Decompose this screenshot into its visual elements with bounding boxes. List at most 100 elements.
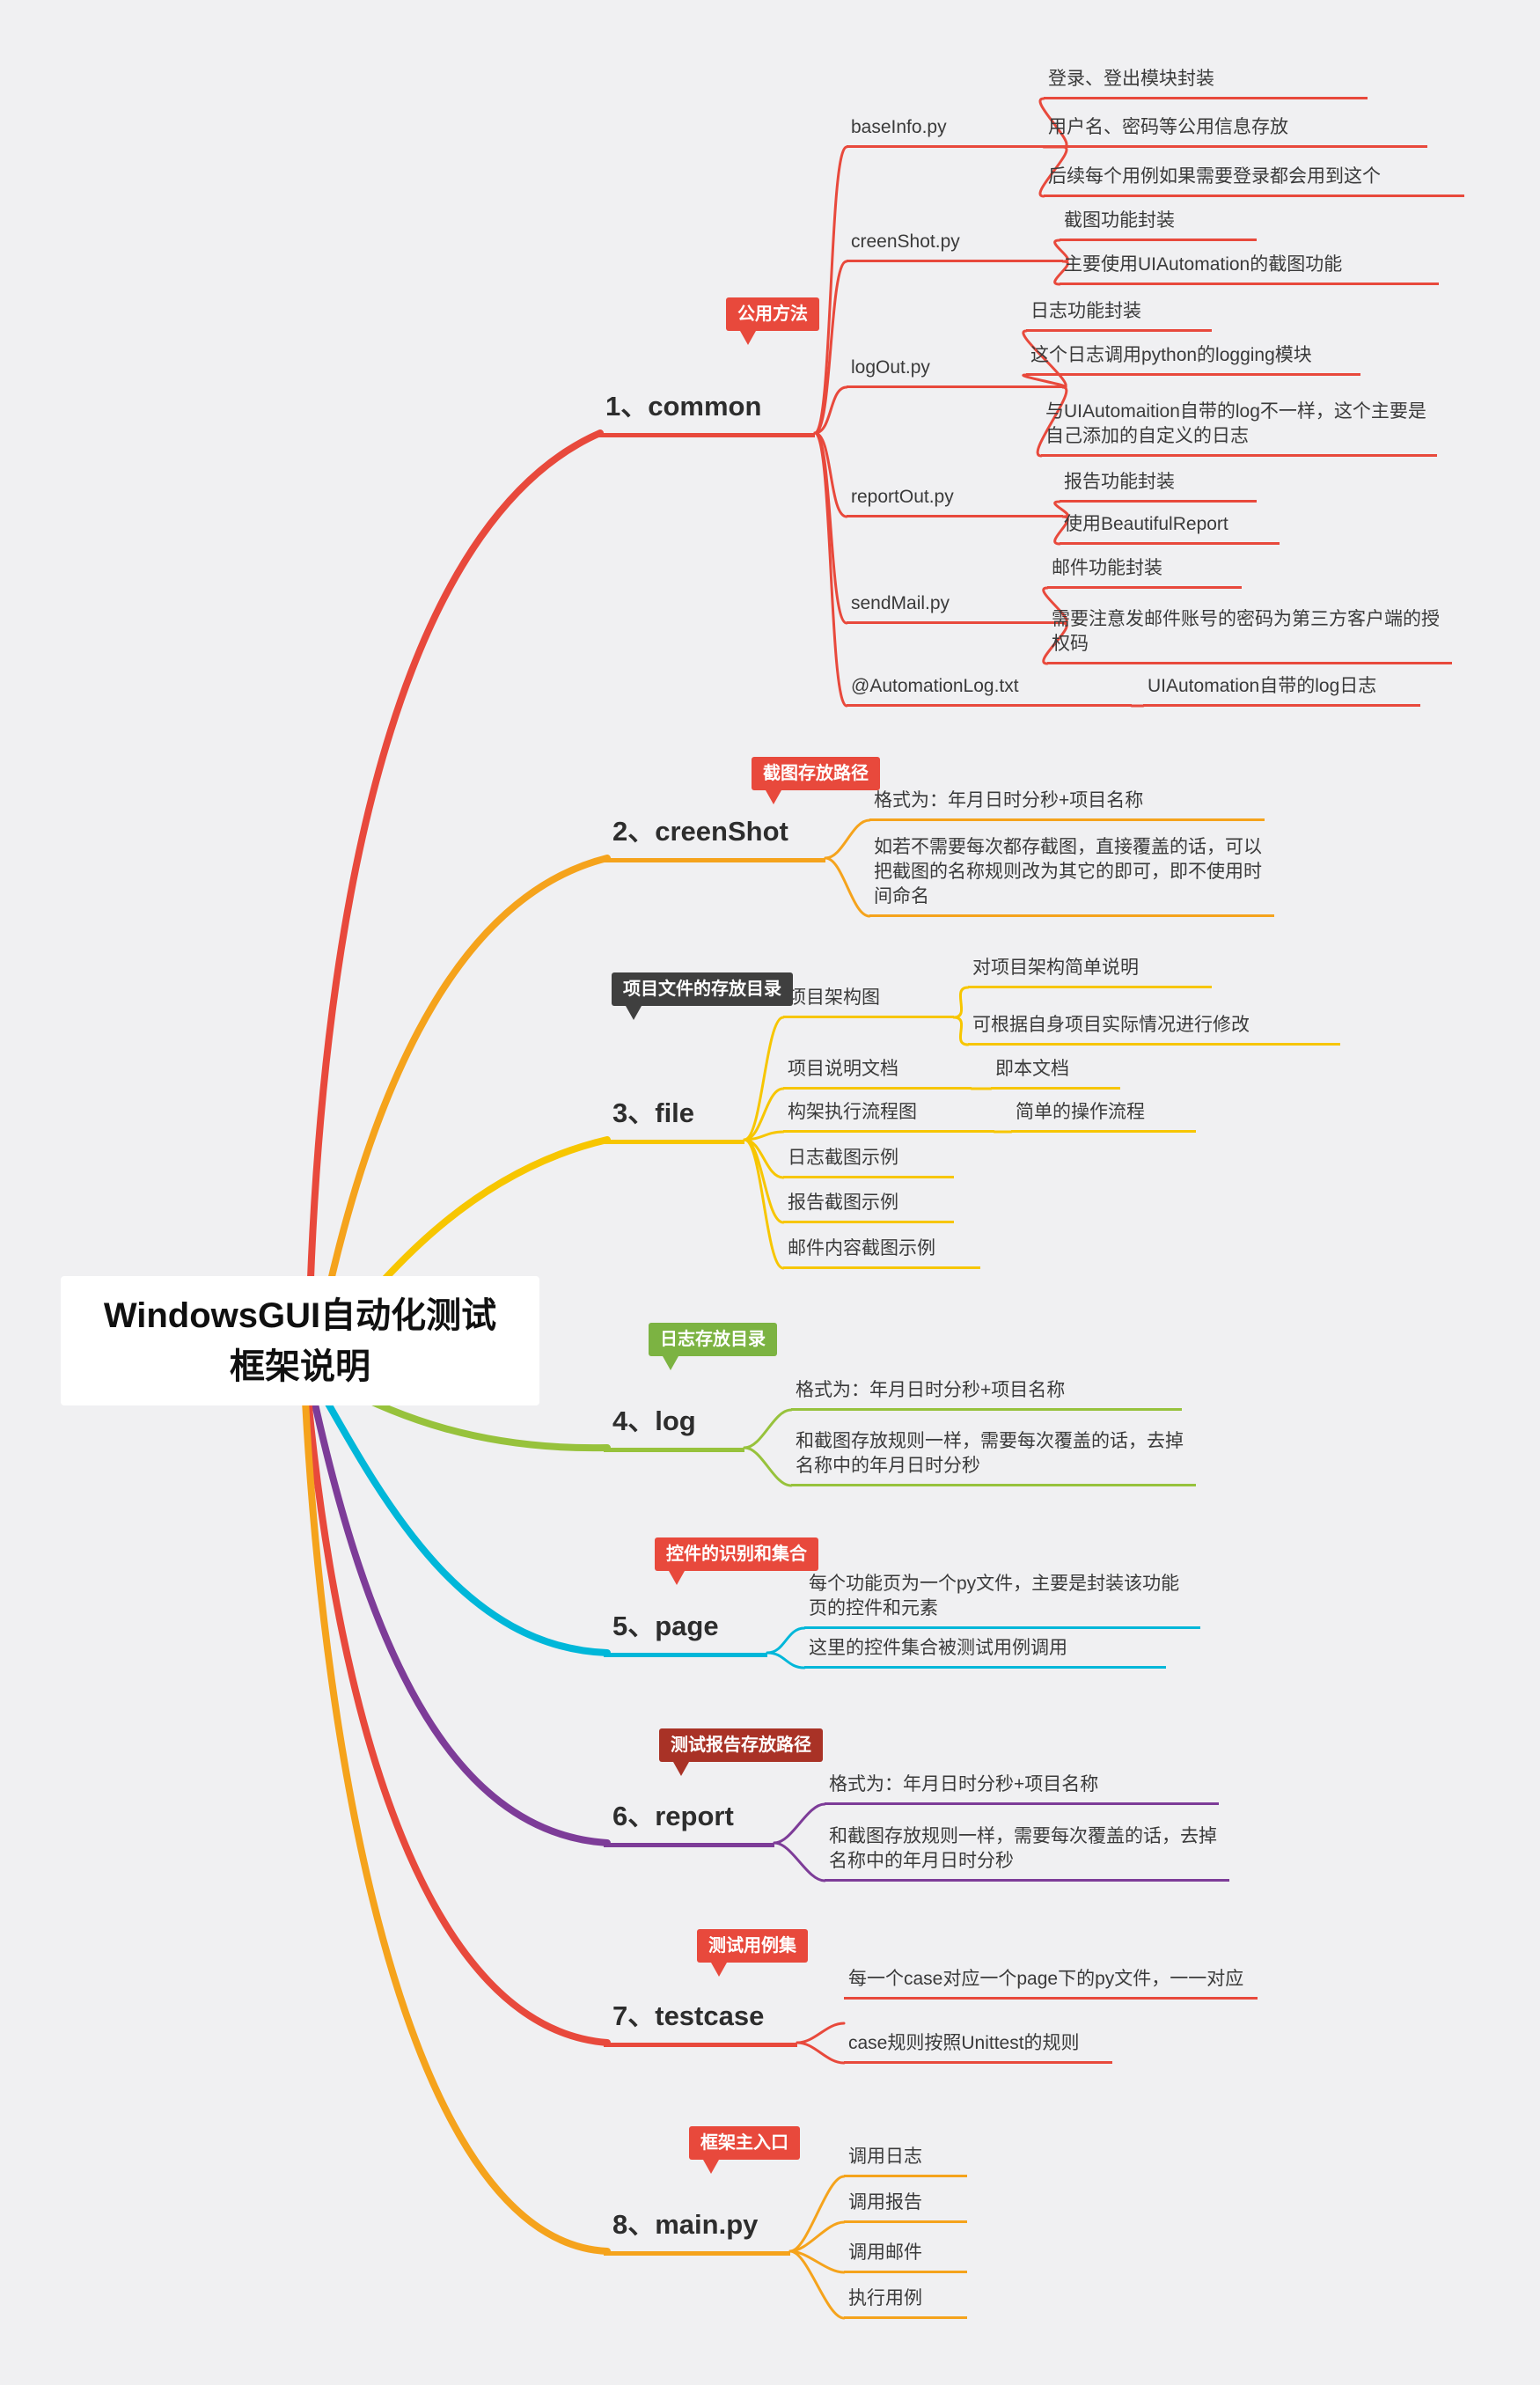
leaf-login-logout[interactable]: 登录、登出模块封装 xyxy=(1044,67,1368,99)
leaf-call-mail[interactable]: 调用邮件 xyxy=(844,2241,967,2273)
callout-main[interactable]: 框架主入口 xyxy=(689,2126,800,2174)
topic-reportout-py[interactable]: reportOut.py xyxy=(847,485,1063,517)
leaf-log-wrap[interactable]: 日志功能封装 xyxy=(1026,299,1212,332)
leaf-beautifulreport[interactable]: 使用BeautifulReport xyxy=(1060,512,1280,545)
wire-common-sendmail xyxy=(813,431,848,625)
wire-common-automationlog xyxy=(813,431,848,708)
wire-page-1 xyxy=(766,1626,806,1655)
topic-logout-py[interactable]: logOut.py xyxy=(847,356,1063,388)
leaf-userinfo[interactable]: 用户名、密码等公用信息存放 xyxy=(1044,115,1427,148)
topic-report[interactable]: 6、report xyxy=(604,1799,774,1847)
callout-tail-icon xyxy=(626,1006,642,1020)
leaf-screenshot-wrap[interactable]: 截图功能封装 xyxy=(1060,209,1257,241)
callout-report-label: 测试报告存放路径 xyxy=(671,1736,811,1755)
wire-common-logout xyxy=(813,385,848,435)
topic-arch-diagram[interactable]: 项目架构图 xyxy=(783,986,954,1018)
leaf-arch-desc[interactable]: 对项目架构简单说明 xyxy=(968,956,1212,988)
leaf-this-doc[interactable]: 即本文档 xyxy=(991,1057,1120,1090)
wire-log-2 xyxy=(743,1446,793,1487)
leaf-mail-wrap[interactable]: 邮件功能封装 xyxy=(1047,556,1242,589)
leaf-uiautomation-shot[interactable]: 主要使用UIAutomation的截图功能 xyxy=(1060,253,1439,285)
wire-sendmail-1 xyxy=(1042,586,1068,625)
callout-testcase[interactable]: 测试用例集 xyxy=(697,1929,808,1977)
topic-testcase[interactable]: 7、testcase xyxy=(604,1999,797,2047)
callout-log-label: 日志存放目录 xyxy=(660,1330,766,1349)
wire-file-6 xyxy=(743,1138,785,1270)
topic-file[interactable]: 3、file xyxy=(604,1096,744,1144)
leaf-call-report[interactable]: 调用报告 xyxy=(844,2191,967,2223)
leaf-arch-modify[interactable]: 可根据自身项目实际情况进行修改 xyxy=(968,1013,1340,1046)
leaf-mail-authcode[interactable]: 需要注意发邮件账号的密码为第三方客户端的授权码 xyxy=(1047,607,1452,664)
wire-creenshotpy-2 xyxy=(1053,260,1069,286)
leaf-simple-flow[interactable]: 简单的操作流程 xyxy=(1011,1100,1196,1133)
leaf-shot-overwrite[interactable]: 如若不需要每次都存截图，直接覆盖的话，可以把截图的名称规则改为其它的即可，即不使… xyxy=(869,835,1274,917)
callout-report[interactable]: 测试报告存放路径 xyxy=(659,1728,823,1776)
wire-creenshot-1 xyxy=(824,818,871,860)
wire-root-main xyxy=(302,1398,611,2255)
wire-testcase-2 xyxy=(796,2041,846,2065)
leaf-run-case[interactable]: 执行用例 xyxy=(844,2286,967,2319)
topic-baseinfo[interactable]: baseInfo.py xyxy=(847,115,1063,148)
callout-creenshot[interactable]: 截图存放路径 xyxy=(752,757,880,804)
leaf-log-overwrite[interactable]: 和截图存放规则一样，需要每次覆盖的话，去掉名称中的年月日时分秒 xyxy=(791,1429,1196,1486)
topic-common[interactable]: 1、common xyxy=(597,389,815,437)
wire-creenshot-2 xyxy=(824,856,871,918)
wire-root-report xyxy=(309,1389,611,1846)
wire-file-1 xyxy=(743,1016,785,1141)
wire-main-1 xyxy=(788,2175,846,2253)
leaf-case-page-map[interactable]: 每一个case对应一个page下的py文件，一一对应 xyxy=(844,1967,1258,2000)
topic-creenshot[interactable]: 2、creenShot xyxy=(604,814,825,862)
root-topic[interactable]: WindowsGUI自动化测试框架说明 xyxy=(61,1276,539,1405)
callout-common[interactable]: 公用方法 xyxy=(726,297,819,345)
leaf-mail-shot-sample[interactable]: 邮件内容截图示例 xyxy=(783,1237,980,1269)
wire-logout-3 xyxy=(1036,385,1068,458)
leaf-unittest-rule[interactable]: case规则按照Unittest的规则 xyxy=(844,2031,1112,2064)
wire-reportout-2 xyxy=(1053,515,1069,546)
topic-sendmail-py[interactable]: sendMail.py xyxy=(847,591,1063,624)
callout-common-label: 公用方法 xyxy=(737,305,808,324)
callout-log[interactable]: 日志存放目录 xyxy=(649,1323,777,1370)
topic-page[interactable]: 5、page xyxy=(604,1609,767,1657)
leaf-login-reuse[interactable]: 后续每个用例如果需要登录都会用到这个 xyxy=(1044,165,1464,197)
callout-tail-icon xyxy=(673,1762,689,1776)
callout-tail-icon xyxy=(663,1356,678,1370)
wire-arch-1 xyxy=(952,986,970,1019)
leaf-call-log[interactable]: 调用日志 xyxy=(844,2145,967,2177)
leaf-page-used-by-case[interactable]: 这里的控件集合被测试用例调用 xyxy=(804,1636,1166,1669)
topic-main-py[interactable]: 8、main.py xyxy=(604,2207,790,2256)
leaf-shot-name-format[interactable]: 格式为：年月日时分秒+项目名称 xyxy=(869,789,1265,821)
wire-root-creenshot xyxy=(309,855,611,1372)
leaf-report-overwrite[interactable]: 和截图存放规则一样，需要每次覆盖的话，去掉名称中的年月日时分秒 xyxy=(825,1824,1229,1882)
leaf-report-wrap[interactable]: 报告功能封装 xyxy=(1060,470,1257,503)
leaf-report-shot-sample[interactable]: 报告截图示例 xyxy=(783,1191,954,1223)
wire-report-2 xyxy=(773,1841,826,1882)
callout-file-label: 项目文件的存放目录 xyxy=(623,980,781,999)
callout-tail-icon xyxy=(766,790,781,804)
callout-tail-icon xyxy=(711,1963,727,1977)
callout-file[interactable]: 项目文件的存放目录 xyxy=(612,972,793,1020)
wire-baseinfo-1 xyxy=(1038,97,1068,149)
wire-root-page xyxy=(313,1380,611,1656)
leaf-uiautomation-log[interactable]: UIAutomation自带的log日志 xyxy=(1143,674,1420,707)
leaf-report-name-format[interactable]: 格式为：年月日时分秒+项目名称 xyxy=(825,1772,1219,1805)
topic-flow-diagram[interactable]: 构架执行流程图 xyxy=(783,1100,994,1133)
wire-common-creenshot xyxy=(813,260,848,435)
topic-creenshot-py[interactable]: creenShot.py xyxy=(847,230,1063,262)
callout-page[interactable]: 控件的识别和集合 xyxy=(655,1537,818,1585)
leaf-custom-log[interactable]: 与UIAutomaition自带的log不一样，这个主要是自己添加的自定义的日志 xyxy=(1041,400,1437,457)
callout-tail-icon xyxy=(669,1571,685,1585)
leaf-logging-module[interactable]: 这个日志调用python的logging模块 xyxy=(1026,343,1360,376)
leaf-log-name-format[interactable]: 格式为：年月日时分秒+项目名称 xyxy=(791,1378,1182,1411)
wire-page-2 xyxy=(766,1651,806,1670)
topic-log[interactable]: 4、log xyxy=(604,1404,744,1452)
wire-baseinfo-3 xyxy=(1038,145,1068,198)
leaf-log-shot-sample[interactable]: 日志截图示例 xyxy=(783,1146,954,1178)
leaf-page-py-wrap[interactable]: 每个功能页为一个py文件，主要是封装该功能页的控件和元素 xyxy=(804,1572,1200,1629)
wire-report-1 xyxy=(773,1802,826,1845)
topic-project-doc[interactable]: 项目说明文档 xyxy=(783,1057,972,1090)
topic-automationlog[interactable]: @AutomationLog.txt xyxy=(847,674,1132,707)
wire-sendmail-2 xyxy=(1042,621,1068,665)
callout-main-label: 框架主入口 xyxy=(700,2133,788,2153)
callout-testcase-label: 测试用例集 xyxy=(708,1936,796,1956)
